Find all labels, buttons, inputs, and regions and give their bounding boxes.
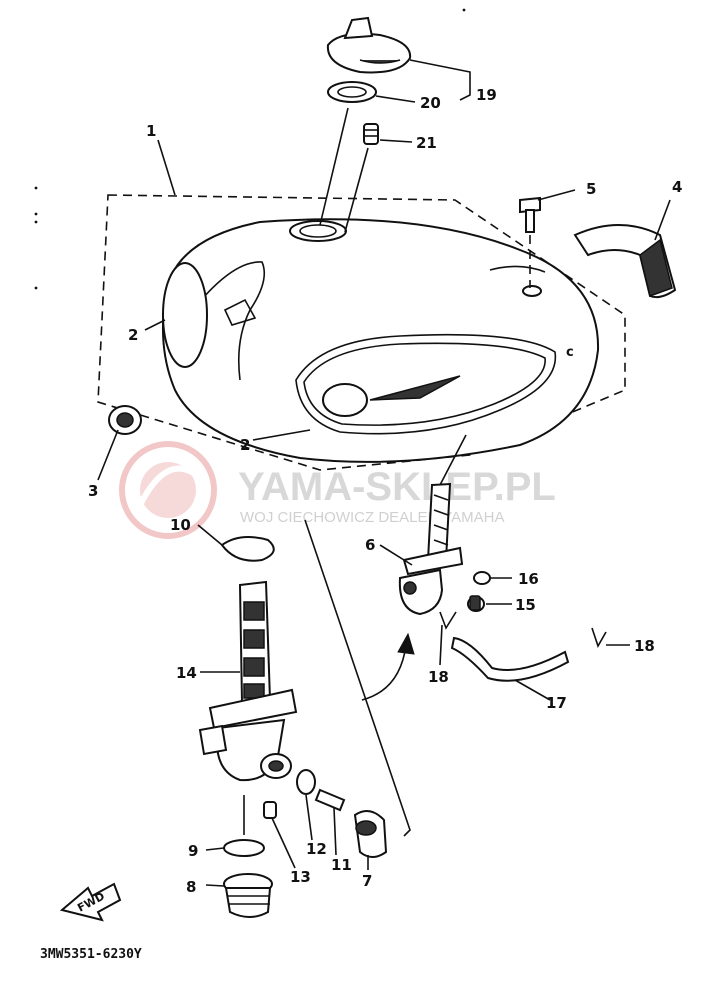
gasket-10	[220, 535, 275, 562]
fuel-cock-14	[198, 580, 298, 782]
callout-20: 20	[420, 94, 441, 112]
o-ring-9	[223, 839, 265, 857]
callout-12: 12	[306, 840, 327, 858]
callout-3: 3	[88, 482, 98, 500]
callout-1: 1	[146, 122, 156, 140]
callout-5: 5	[586, 180, 596, 198]
bolt-5	[519, 196, 541, 233]
damper-3	[108, 405, 142, 435]
callouts: 1 2 2 3 4 5 6 7 8 9 10 11 12 13 14 15 16…	[88, 86, 682, 896]
watermark-tagline: WOJ CIECHOWICZ DEALER YAMAHA	[240, 509, 504, 526]
callout-17: 17	[546, 694, 567, 712]
screw-15	[467, 595, 485, 612]
fuel-cock-6	[398, 482, 464, 616]
screw-11	[314, 788, 346, 812]
callout-21: 21	[416, 134, 437, 152]
screw-21	[363, 123, 379, 145]
callout-4: 4	[672, 178, 682, 196]
knob-7	[353, 810, 388, 858]
o-ring-12	[296, 769, 316, 795]
clip-18a	[439, 611, 457, 630]
callout-13: 13	[290, 868, 311, 886]
watermark-brand: YAMA-SKLEP.PL	[238, 465, 556, 509]
cap-gasket	[327, 81, 377, 103]
diagram-code: 3MW5351-6230Y	[40, 947, 142, 962]
callout-18b: 18	[634, 637, 655, 655]
svg-text:c: c	[566, 345, 574, 360]
callout-9: 9	[188, 842, 198, 860]
fwd-arrow: FWD	[59, 882, 122, 922]
callout-7: 7	[362, 872, 372, 890]
clip-18b	[591, 627, 607, 648]
screw-13	[263, 801, 277, 819]
callout-8: 8	[186, 878, 196, 896]
callout-15: 15	[515, 596, 536, 614]
callout-6: 6	[365, 536, 375, 554]
fuel-hose-17	[450, 636, 570, 682]
washer-16	[473, 571, 491, 585]
leader-lines	[97, 59, 671, 887]
cup-8	[223, 873, 273, 918]
callout-10: 10	[170, 516, 191, 534]
callout-18a: 18	[428, 668, 449, 686]
callout-19: 19	[476, 86, 497, 104]
fuel-tank: c	[161, 218, 600, 463]
callout-2b: 2	[240, 436, 250, 454]
callout-14: 14	[176, 664, 197, 682]
margin-marks	[34, 8, 466, 290]
callout-11: 11	[331, 856, 352, 874]
callout-16: 16	[518, 570, 539, 588]
fuel-cap	[326, 16, 412, 74]
tank-emblem-4	[573, 224, 677, 299]
callout-2a: 2	[128, 326, 138, 344]
